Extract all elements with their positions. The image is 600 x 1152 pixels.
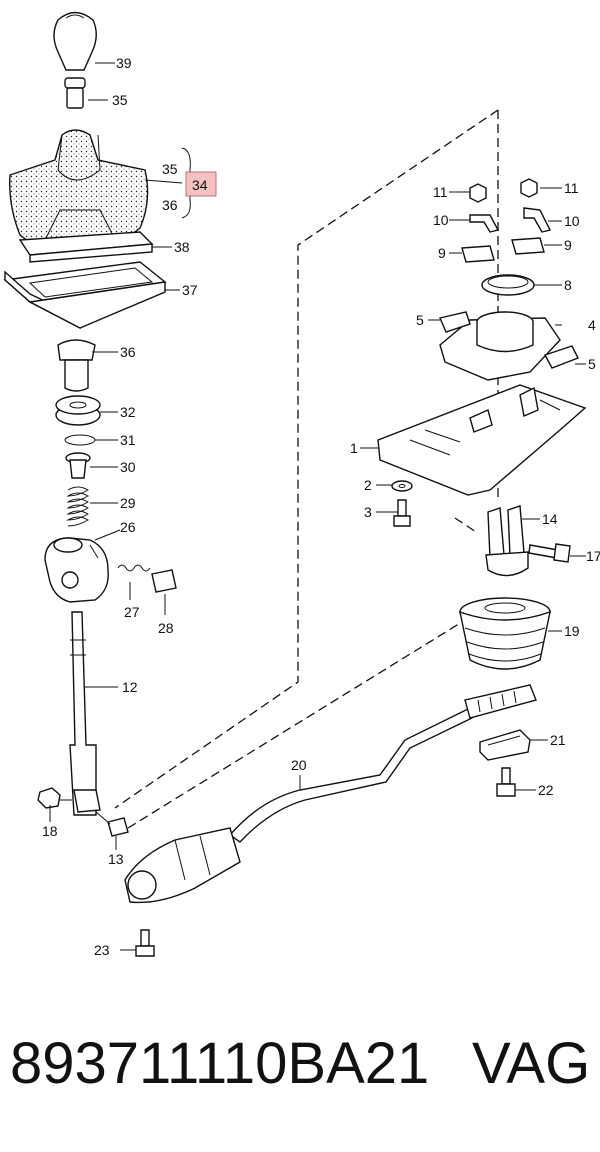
- boot-frame: [18, 231, 154, 263]
- washer: [391, 480, 413, 492]
- part-number: 893711110BA21: [10, 1031, 430, 1096]
- clevis-bolt: [528, 543, 571, 563]
- brand-name: VAG: [472, 1031, 591, 1096]
- label-39: 39: [116, 55, 132, 71]
- label-20: 20: [291, 757, 307, 773]
- guide-sleeve: [65, 452, 91, 479]
- pad-right: [511, 237, 545, 255]
- label-27: 27: [124, 604, 140, 620]
- selector-housing: [439, 311, 561, 381]
- label-9-right: 9: [564, 237, 572, 253]
- rubber-gaiter: [459, 597, 551, 670]
- detent-pin: [151, 569, 177, 615]
- clip-left: [469, 214, 500, 233]
- label-1: 1: [350, 440, 358, 456]
- end-bolt: [135, 929, 155, 957]
- shift-lever: [69, 611, 101, 816]
- shift-knob: [53, 11, 97, 71]
- label-18: 18: [42, 823, 58, 839]
- console-plate: [3, 261, 167, 330]
- label-35: 35: [112, 92, 128, 108]
- label-26: 26: [120, 519, 136, 535]
- label-29: 29: [120, 495, 136, 511]
- label-36: 36: [120, 344, 136, 360]
- label-17: 17: [586, 548, 600, 564]
- clevis-bracket: [485, 505, 529, 577]
- highlight-box: [185, 171, 217, 197]
- label-23: 23: [94, 942, 110, 958]
- label-14: 14: [542, 511, 558, 527]
- label-10-left: 10: [433, 212, 449, 228]
- label-31: 31: [120, 432, 136, 448]
- rod-clip: [479, 729, 531, 761]
- rod-bolt: [496, 767, 516, 797]
- leader-lines: [49, 62, 586, 951]
- label-11-right: 11: [564, 180, 579, 196]
- assembly-outline: [114, 109, 499, 829]
- label-9-left: 9: [438, 245, 446, 261]
- label-5-left: 5: [416, 312, 424, 328]
- label-13: 13: [108, 851, 124, 867]
- clip-right: [523, 207, 552, 233]
- circlip: [64, 434, 96, 446]
- guide-bushing: [57, 339, 96, 392]
- base-plate: [377, 384, 587, 496]
- label-30: 30: [120, 459, 136, 475]
- label-4: 4: [588, 317, 596, 333]
- lever-bearing: [44, 537, 109, 603]
- nut-right: [520, 178, 538, 198]
- label-5-right: 5: [588, 356, 596, 372]
- knob-sleeve: [64, 77, 86, 109]
- label-36-boot: 36: [162, 197, 178, 213]
- shift-boot: [9, 129, 149, 251]
- detent-spring: [117, 564, 151, 600]
- pad-left: [461, 245, 495, 263]
- lever-nut: [37, 787, 72, 809]
- label-12: 12: [122, 679, 138, 695]
- label-11-left: 11: [433, 184, 448, 200]
- spring: [66, 486, 89, 527]
- rubber-ring: [55, 395, 101, 426]
- label-37: 37: [182, 282, 198, 298]
- shift-rod: [124, 684, 537, 904]
- label-35-boot: 35: [162, 161, 178, 177]
- label-10-right: 10: [564, 213, 580, 229]
- guide-pad-right: [543, 345, 579, 369]
- label-3: 3: [364, 504, 372, 520]
- guide-pad-left: [439, 311, 471, 333]
- label-34: 34: [192, 177, 208, 193]
- bolt-small: [393, 499, 411, 527]
- label-2: 2: [364, 477, 372, 493]
- label-28: 28: [158, 620, 174, 636]
- nut-left: [469, 183, 487, 203]
- label-8: 8: [564, 277, 572, 293]
- label-22: 22: [538, 782, 554, 798]
- lever-bushing: [95, 811, 129, 837]
- label-32: 32: [120, 404, 136, 420]
- label-21: 21: [550, 732, 566, 748]
- label-19: 19: [564, 623, 580, 639]
- retaining-ring: [481, 274, 535, 296]
- label-38: 38: [174, 239, 190, 255]
